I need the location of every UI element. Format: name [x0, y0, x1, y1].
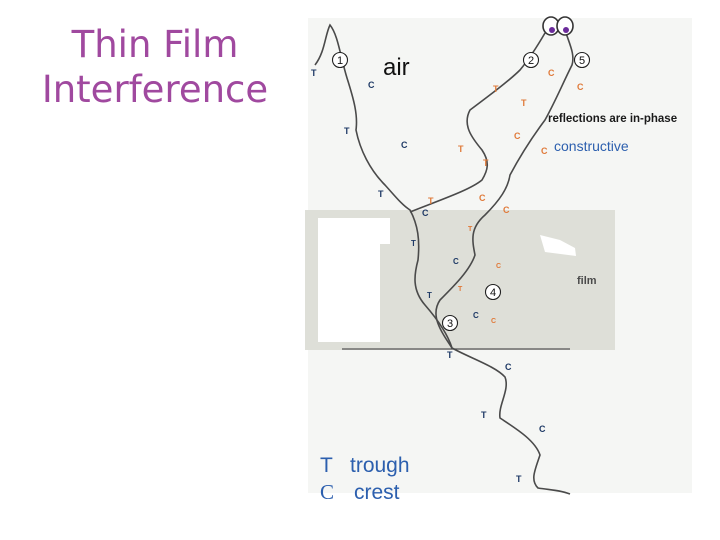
crest-marker-8: C — [479, 193, 486, 203]
ray-number-3: 3 — [441, 314, 459, 332]
film-label: film — [577, 275, 597, 287]
svg-text:2: 2 — [528, 55, 534, 67]
trough-marker-28: T — [458, 144, 464, 154]
trough-marker-18: T — [447, 350, 453, 360]
crest-marker-24: C — [548, 68, 555, 78]
trough-marker-14: T — [427, 291, 432, 300]
wave-reflected-ray-film — [435, 32, 574, 349]
legend: T trough C crest — [320, 454, 410, 504]
svg-text:3: 3 — [447, 318, 453, 330]
crest-marker-17: C — [491, 318, 496, 325]
ray-number-1: 1 — [331, 51, 349, 69]
ray-number-4: 4 — [484, 283, 502, 301]
ray-number-markers: 1 2 3 4 5 — [331, 51, 591, 332]
crest-marker-29: C — [541, 146, 548, 156]
crest-marker-13: C — [496, 263, 501, 270]
crest-marker-9: C — [503, 205, 510, 215]
trough-marker-1: T — [311, 68, 317, 78]
title-line-2: Interference — [41, 68, 269, 111]
crest-marker-7: C — [422, 208, 429, 218]
crest-marker-25: C — [577, 82, 584, 92]
slide-title: Thin Film Interference — [20, 22, 290, 112]
trough-marker-5: T — [378, 189, 384, 199]
eye-icon — [542, 16, 574, 36]
result-label: constructive — [554, 138, 629, 154]
trough-marker-22: T — [516, 474, 522, 484]
legend-trough-symbol: T — [320, 454, 333, 477]
ray-number-2: 2 — [522, 51, 540, 69]
wave-incident-ray — [314, 23, 571, 495]
ray-number-5: 5 — [573, 51, 591, 69]
medium-label-air: air — [383, 54, 410, 81]
crest-marker-19: C — [505, 362, 512, 372]
legend-trough-text: trough — [350, 454, 410, 477]
trough-marker-23: T — [493, 84, 499, 94]
wave-reflected-ray-top — [409, 32, 546, 213]
crest-marker-2: C — [368, 80, 375, 90]
trough-marker-3: T — [344, 126, 350, 136]
trough-marker-26: T — [521, 98, 527, 108]
trough-marker-15: T — [458, 286, 463, 293]
title-line-1: Thin Film — [71, 23, 239, 66]
crest-marker-16: C — [473, 311, 479, 320]
crest-marker-4: C — [401, 140, 408, 150]
legend-crest-symbol: C — [320, 480, 334, 504]
crest-marker-12: C — [453, 257, 459, 266]
trough-marker-11: T — [468, 226, 473, 233]
crest-marker-21: C — [539, 424, 546, 434]
trough-marker-20: T — [481, 410, 487, 420]
trough-marker-6: T — [428, 196, 434, 206]
svg-text:4: 4 — [490, 287, 496, 299]
trough-marker-10: T — [411, 239, 416, 248]
svg-text:5: 5 — [579, 55, 585, 67]
trough-marker-30: T — [483, 158, 489, 168]
legend-crest-text: crest — [354, 481, 400, 504]
phase-note: reflections are in-phase — [548, 113, 677, 125]
crest-marker-27: C — [514, 131, 521, 141]
film-white-patch-right — [540, 235, 576, 256]
svg-text:1: 1 — [337, 55, 343, 67]
film-white-patch-top — [318, 218, 390, 244]
